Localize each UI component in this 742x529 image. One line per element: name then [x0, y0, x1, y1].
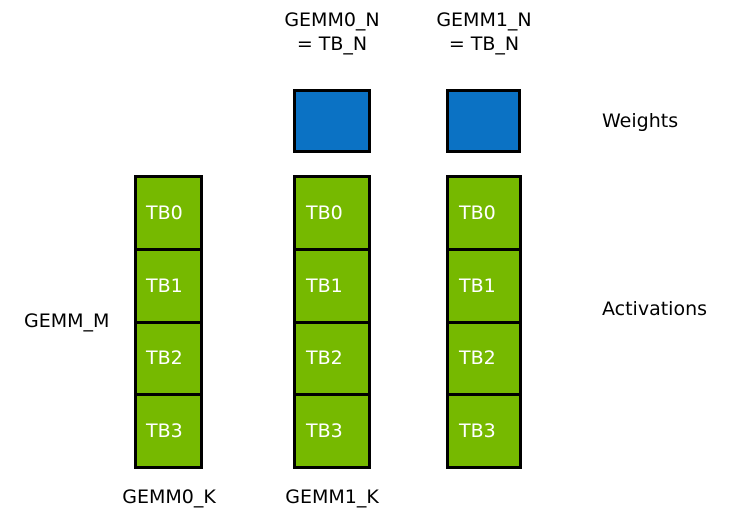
activation-column-gemm0: TB0 TB1 TB2 TB3 — [293, 175, 371, 469]
activation-cell: TB2 — [137, 323, 200, 397]
activation-cell: TB3 — [137, 396, 200, 466]
activation-cell: TB0 — [137, 178, 200, 251]
activation-cell: TB1 — [296, 250, 368, 324]
activation-column-left: TB0 TB1 TB2 TB3 — [134, 175, 203, 469]
weights-label: Weights — [602, 110, 679, 132]
activation-cell: TB2 — [449, 323, 519, 397]
gemm1-k-label: GEMM1_K — [285, 486, 379, 508]
gemm1-weight-box — [446, 89, 521, 153]
activation-cell: TB2 — [296, 323, 368, 397]
activation-cell: TB3 — [296, 396, 368, 466]
activation-cell: TB0 — [296, 178, 368, 251]
gemm0-k-label: GEMM0_K — [122, 486, 216, 508]
gemm0-n-label: GEMM0_N = TB_N — [284, 9, 380, 55]
activation-cell: TB1 — [449, 250, 519, 324]
activation-cell: TB0 — [449, 178, 519, 251]
activation-cell: TB1 — [137, 250, 200, 324]
gemm0-weight-box — [293, 89, 371, 153]
activation-column-gemm1: TB0 TB1 TB2 TB3 — [446, 175, 522, 469]
activation-cell: TB3 — [449, 396, 519, 466]
gemm1-n-label: GEMM1_N = TB_N — [436, 9, 532, 55]
gemm-m-label: GEMM_M — [24, 310, 110, 332]
activations-label: Activations — [602, 298, 708, 320]
